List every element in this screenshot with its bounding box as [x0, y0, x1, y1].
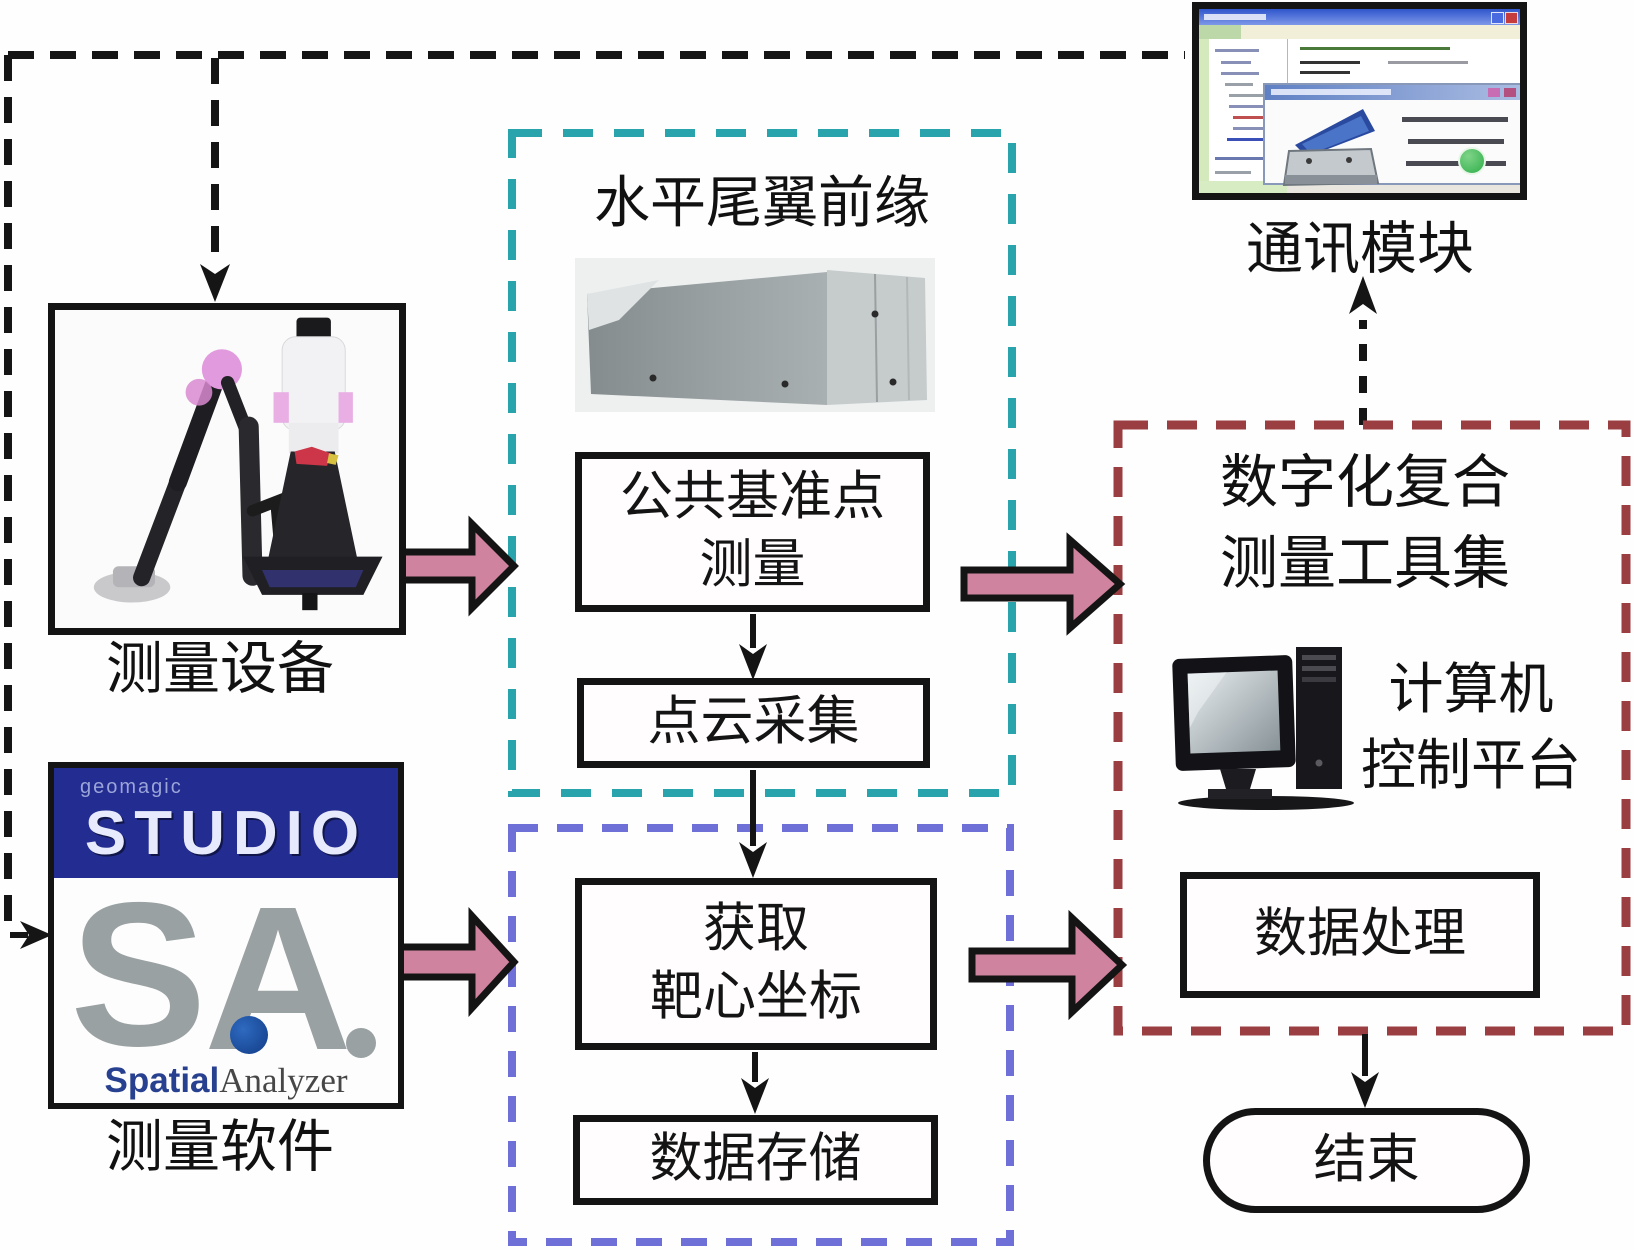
arrowhead-to-comm	[1349, 276, 1377, 314]
target-coord-line2: 靶心坐标	[650, 968, 862, 1026]
red-title-line2: 测量工具集	[1219, 531, 1510, 597]
platform-line2: 控制平台	[1360, 734, 1581, 796]
end-node: 结束	[1203, 1108, 1530, 1213]
briefcase-icon	[1282, 109, 1380, 187]
teal-group-title: 水平尾翼前缘	[594, 173, 930, 235]
dialog-title-text	[1271, 89, 1391, 95]
target-coord-line1: 获取	[703, 900, 809, 959]
red-group-title: 数字化复合 测量工具集	[1130, 442, 1600, 604]
teal-dashed-box	[508, 129, 1016, 797]
data-processing-box: 数据处理	[1180, 872, 1540, 998]
target-coord-box: 获取 靶心坐标	[575, 878, 937, 1050]
comm-module-screenshot	[1192, 2, 1527, 200]
app-menubar	[1199, 25, 1520, 40]
end-label: 结束	[1313, 1130, 1420, 1189]
device-photo	[48, 303, 406, 635]
spatial-analyzer-logo: S A SpatialAnalyzer	[54, 878, 398, 1103]
tree-panel-strip	[1199, 39, 1209, 181]
arrowhead-into-device	[200, 264, 230, 302]
data-processing-label: 数据处理	[1254, 905, 1466, 964]
arrow-datum-to-pointcloud	[739, 614, 767, 680]
dialog-button-icon	[1488, 88, 1500, 97]
wing-leading-edge-photo	[575, 258, 935, 417]
data-storage-box: 数据存储	[573, 1115, 938, 1205]
dialog-close-icon	[1504, 88, 1516, 97]
software-caption: 测量软件	[106, 1116, 334, 1179]
pink-arrow-teal-to-red	[960, 532, 1126, 636]
app-title-text	[1204, 14, 1266, 20]
sa-monogram-a: A	[204, 878, 353, 1093]
datum-measure-line1: 公共基准点	[620, 468, 885, 527]
purple-dashed-box	[508, 824, 1014, 1246]
device-caption: 测量设备	[106, 638, 334, 701]
red-title-line1: 数字化复合	[1219, 450, 1510, 515]
menubar-cap	[1199, 25, 1241, 39]
arrowhead-into-software	[20, 921, 52, 949]
spatial-analyzer-wordmark: SpatialAnalyzer	[54, 1061, 398, 1101]
pink-arrow-device-to-teal	[384, 515, 519, 617]
arrow-target-to-storage	[741, 1052, 769, 1114]
app-titlebar	[1199, 9, 1520, 25]
dialog-ok-icon	[1458, 147, 1486, 175]
red-dashed-box	[1113, 420, 1631, 1036]
sa-gray-dot	[346, 1028, 376, 1058]
sa-globe-dot	[230, 1016, 268, 1054]
sa-monogram-s: S	[70, 878, 207, 1089]
datum-measure-line2: 测量	[699, 536, 806, 594]
analyzer-text: Analyzer	[219, 1061, 348, 1100]
pink-arrow-purple-to-red	[968, 909, 1128, 1021]
datum-measure-box: 公共基准点 测量	[575, 452, 930, 612]
arrow-pointcloud-to-target	[739, 770, 767, 878]
software-logo: geomagic STUDIO S A SpatialAnalyzer	[48, 762, 404, 1109]
platform-line1: 计算机	[1388, 659, 1554, 720]
computer-graphic	[1168, 641, 1370, 816]
measuring-arm-and-tracker-graphic	[93, 317, 383, 611]
close-button-icon	[1505, 12, 1518, 24]
pink-arrow-software-to-purple	[388, 906, 519, 1018]
data-storage-label: 数据存储	[649, 1130, 862, 1189]
window-button-icon	[1491, 12, 1504, 24]
geomagic-brand-text: geomagic	[80, 776, 183, 798]
comm-caption: 通讯模块	[1246, 218, 1474, 281]
arrow-redbox-to-end	[1351, 1034, 1379, 1108]
spatial-text: Spatial	[104, 1061, 220, 1100]
about-dialog	[1263, 83, 1520, 187]
dialog-titlebar	[1265, 85, 1520, 100]
platform-label: 计算机 控制平台	[1345, 652, 1597, 804]
pointcloud-label: 点云采集	[647, 693, 860, 752]
geomagic-studio-logo: geomagic STUDIO	[54, 768, 398, 878]
studio-wordmark: STUDIO	[84, 799, 368, 868]
pointcloud-box: 点云采集	[577, 678, 930, 768]
